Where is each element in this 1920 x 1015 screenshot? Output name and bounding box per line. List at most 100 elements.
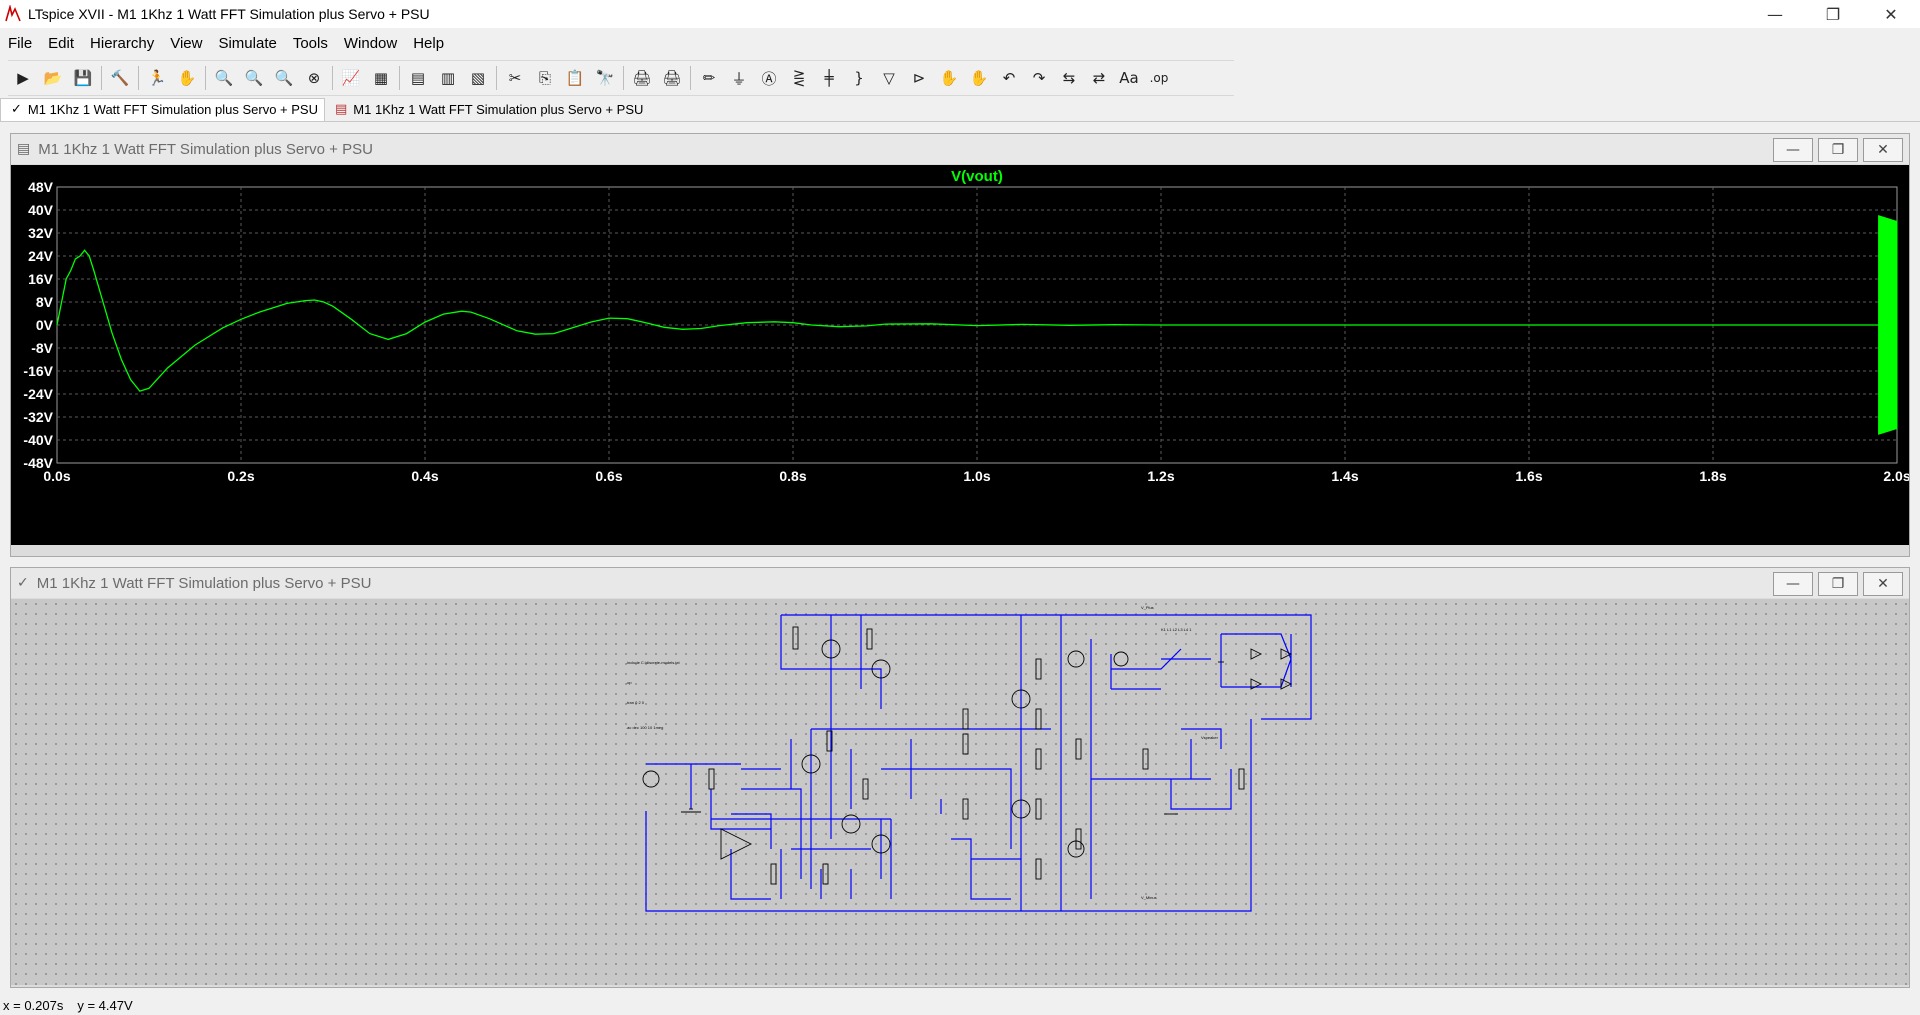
close-button[interactable]: ✕: [1884, 4, 1898, 24]
tab-label: M1 1Khz 1 Watt FFT Simulation plus Servo…: [353, 101, 644, 117]
drag-icon[interactable]: ✋: [969, 69, 989, 87]
zoom-out-icon[interactable]: 🔍: [274, 69, 294, 87]
menu-window[interactable]: Window: [343, 34, 398, 52]
schematic-minimize-button[interactable]: —: [1773, 572, 1813, 596]
minimize-button[interactable]: —: [1767, 4, 1783, 24]
schematic-canvas[interactable]: .include C:\discrete-models.txt .op .tra…: [11, 599, 1909, 985]
schematic-window-title: M1 1Khz 1 Watt FFT Simulation plus Servo…: [36, 574, 372, 592]
undo-icon[interactable]: ↶: [1002, 69, 1016, 87]
svg-text:.op: .op: [626, 680, 632, 685]
toolbar-separator: [101, 66, 102, 90]
toolbar-separator: [332, 66, 333, 90]
svg-text:.include C:\discrete-models.tx: .include C:\discrete-models.txt: [626, 660, 680, 665]
trace-title[interactable]: V(vout): [951, 168, 1003, 185]
x-tick-label: 2.0s: [1883, 468, 1909, 484]
zoom-area-icon[interactable]: 🔍: [244, 69, 264, 87]
schematic-wires: [645, 614, 1312, 912]
copy-icon[interactable]: ⎘: [538, 69, 551, 87]
waveform-window-titlebar[interactable]: ▤ M1 1Khz 1 Watt FFT Simulation plus Ser…: [11, 134, 1909, 164]
label-icon[interactable]: Ⓐ: [761, 69, 777, 88]
menu-bar: File Edit Hierarchy View Simulate Tools Window…: [0, 31, 452, 55]
svg-text:Vspeaker: Vspeaker: [1201, 735, 1219, 740]
y-tick-label: 24V: [28, 248, 54, 264]
capacitor-icon[interactable]: ╪: [824, 69, 834, 87]
print-icon[interactable]: 🖨: [662, 69, 682, 87]
menu-help[interactable]: Help: [413, 34, 445, 52]
menu-file[interactable]: File: [8, 34, 33, 52]
save-icon[interactable]: 💾: [73, 69, 93, 87]
redo-icon[interactable]: ↷: [1032, 69, 1046, 87]
cursor-y-readout: y = 4.47V: [77, 998, 133, 1013]
schematic-restore-button[interactable]: ❐: [1818, 572, 1858, 596]
schematic-icon: ✓: [17, 575, 29, 591]
toolbar-separator: [205, 66, 206, 90]
waveform-icon: ▤: [17, 141, 31, 157]
control-panel-icon[interactable]: 🔨: [110, 69, 130, 87]
tab-schematic[interactable]: ✓ M1 1Khz 1 Watt FFT Simulation plus Ser…: [0, 97, 325, 121]
menu-simulate[interactable]: Simulate: [218, 34, 277, 52]
menu-tools[interactable]: Tools: [292, 34, 328, 52]
y-tick-label: 48V: [28, 179, 54, 195]
rotate-icon[interactable]: ⇆: [1062, 69, 1076, 87]
schematic-icon: ✓: [11, 102, 22, 117]
schematic-drawing[interactable]: .include C:\discrete-models.txt .op .tra…: [11, 599, 1909, 985]
mirror-icon[interactable]: ⇄: [1092, 69, 1106, 87]
trace-vout-envelope[interactable]: [1878, 215, 1898, 435]
cascade-icon[interactable]: ▥: [440, 69, 456, 87]
svg-text:.tran 0 2 0: .tran 0 2 0: [626, 700, 645, 705]
spice-directive-icon[interactable]: .op: [1149, 71, 1169, 85]
tile-vertical-icon[interactable]: ▧: [470, 69, 486, 87]
diode-icon[interactable]: ▽: [883, 69, 895, 87]
trace-vout[interactable]: [56, 249, 1879, 392]
resistor-icon[interactable]: ⋛: [792, 69, 806, 87]
paste-icon[interactable]: 📋: [565, 69, 585, 87]
window-controls: — ❐ ✕: [1746, 0, 1920, 28]
grid-icon[interactable]: ▦: [373, 69, 389, 87]
open-icon[interactable]: 📂: [43, 69, 63, 87]
zoom-in-icon[interactable]: 🔍: [214, 69, 234, 87]
maximize-button[interactable]: ❐: [1825, 4, 1841, 24]
move-icon[interactable]: ✋: [939, 69, 959, 87]
menu-edit[interactable]: Edit: [48, 34, 75, 52]
ground-icon[interactable]: ⏚: [731, 69, 747, 88]
run-probe-icon[interactable]: 🏃: [147, 69, 167, 87]
x-tick-label: 1.6s: [1515, 468, 1542, 484]
waveform-minimize-button[interactable]: —: [1773, 138, 1813, 162]
waveform-restore-button[interactable]: ❐: [1818, 138, 1858, 162]
run-icon[interactable]: ▶: [17, 69, 29, 87]
svg-text:V_Minus: V_Minus: [1141, 895, 1157, 900]
schematic-window-titlebar[interactable]: ✓ M1 1Khz 1 Watt FFT Simulation plus Ser…: [11, 568, 1909, 598]
text-icon[interactable]: Aa: [1119, 69, 1139, 87]
tile-horizontal-icon[interactable]: ▤: [410, 69, 426, 87]
pan-icon[interactable]: ✋: [177, 69, 197, 87]
wire-icon[interactable]: ✏: [702, 69, 716, 87]
x-tick-label: 1.8s: [1699, 468, 1726, 484]
waveform-window[interactable]: ▤ M1 1Khz 1 Watt FFT Simulation plus Ser…: [10, 133, 1911, 557]
x-tick-label: 0.4s: [411, 468, 438, 484]
waveform-close-button[interactable]: ✕: [1863, 138, 1903, 162]
schematic-close-button[interactable]: ✕: [1863, 572, 1903, 596]
y-tick-label: -24V: [23, 386, 53, 402]
document-tab-bar: ✓ M1 1Khz 1 Watt FFT Simulation plus Ser…: [0, 97, 1920, 122]
svg-text:K1 L1 L2 L3 L4 1: K1 L1 L2 L3 L4 1: [1161, 627, 1192, 632]
component-icon[interactable]: ⊳: [912, 69, 926, 87]
print-setup-icon[interactable]: 🖨: [632, 69, 652, 87]
x-tick-label: 0.2s: [227, 468, 254, 484]
find-icon[interactable]: 🔭: [595, 69, 615, 87]
menu-view[interactable]: View: [170, 34, 203, 52]
zoom-cancel-icon[interactable]: ⊗: [307, 69, 321, 87]
tab-waveform[interactable]: ▤ M1 1Khz 1 Watt FFT Simulation plus Ser…: [325, 98, 649, 120]
schematic-labels: .include C:\discrete-models.txt .op .tra…: [626, 605, 1219, 900]
autorange-icon[interactable]: 📈: [341, 69, 361, 87]
cut-icon[interactable]: ✂: [508, 69, 522, 87]
y-tick-label: -48V: [23, 455, 53, 471]
menu-hierarchy[interactable]: Hierarchy: [90, 34, 155, 52]
x-tick-label: 1.0s: [963, 468, 990, 484]
y-tick-label: 16V: [28, 271, 54, 287]
title-bar: LTspice XVII - M1 1Khz 1 Watt FFT Simula…: [0, 0, 1920, 28]
schematic-window[interactable]: ✓ M1 1Khz 1 Watt FFT Simulation plus Ser…: [10, 567, 1910, 988]
inductor-icon[interactable]: }: [854, 69, 864, 87]
x-tick-label: 1.4s: [1331, 468, 1358, 484]
